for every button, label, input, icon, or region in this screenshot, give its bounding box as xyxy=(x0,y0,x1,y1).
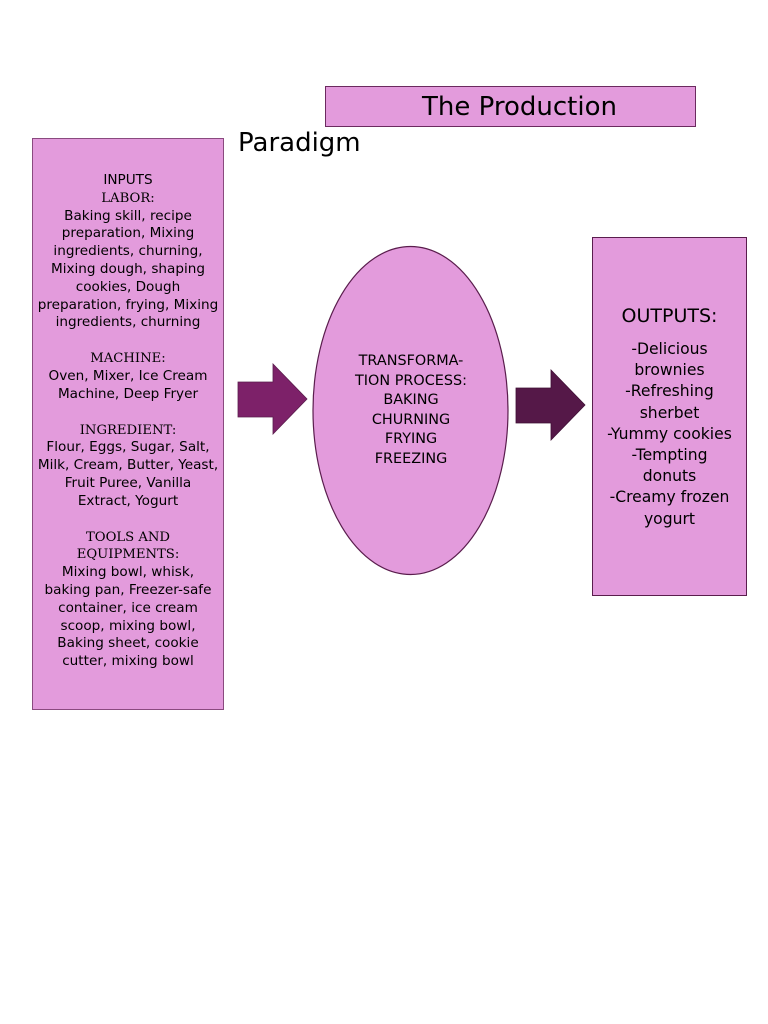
process-label: TRANSFORMA- TION PROCESS: BAKING CHURNIN… xyxy=(313,352,509,470)
output-line: brownies xyxy=(634,361,705,380)
output-line: -Creamy frozen xyxy=(609,488,730,507)
inputs-box: INPUTS LABOR: Baking skill, recipe prepa… xyxy=(32,138,224,710)
ingredient-label: INGREDIENT: xyxy=(79,422,177,438)
outputs-box: OUTPUTS: -Delicious brownies -Refreshing… xyxy=(592,237,747,596)
process-line: TRANSFORMA- xyxy=(358,353,464,369)
process-line: BAKING xyxy=(383,392,439,409)
process-line: CHURNING xyxy=(371,411,451,428)
ingredient-text: Flour, Eggs, Sugar, Salt, Milk, Cream, B… xyxy=(37,439,219,509)
output-line: -Delicious xyxy=(631,340,708,358)
title-box: The Production xyxy=(325,86,696,127)
inputs-heading: INPUTS xyxy=(103,172,153,188)
output-line: -Yummy cookies xyxy=(607,424,732,443)
output-line: donuts xyxy=(642,467,697,486)
tools-label: TOOLS AND EQUIPMENTS: xyxy=(76,529,180,563)
title-line-2: Paradigm xyxy=(238,128,361,158)
tools-text: Mixing bowl, whisk, baking pan, Freezer-… xyxy=(44,564,212,670)
title-line-1: The Production xyxy=(422,91,617,122)
process-line: FREEZING xyxy=(374,450,448,467)
output-line: yogurt xyxy=(643,509,696,528)
process-line: FRYING xyxy=(384,431,438,448)
process-ellipse xyxy=(312,245,509,576)
machine-label: MACHINE: xyxy=(90,351,166,367)
output-line: -Tempting xyxy=(631,446,708,465)
machine-text: Oven, Mixer, Ice Cream Machine, Deep Fry… xyxy=(48,367,208,402)
labor-text: Baking skill, recipe preparation, Mixing… xyxy=(37,207,219,331)
output-line: sherbet xyxy=(639,403,700,422)
labor-label: LABOR: xyxy=(101,190,155,206)
arrow-inputs-to-process xyxy=(237,363,308,435)
arrow-process-to-outputs xyxy=(515,369,586,441)
outputs-heading: OUTPUTS: xyxy=(621,305,718,327)
process-line: TION PROCESS: xyxy=(355,372,467,389)
output-line: -Refreshing xyxy=(625,382,714,401)
